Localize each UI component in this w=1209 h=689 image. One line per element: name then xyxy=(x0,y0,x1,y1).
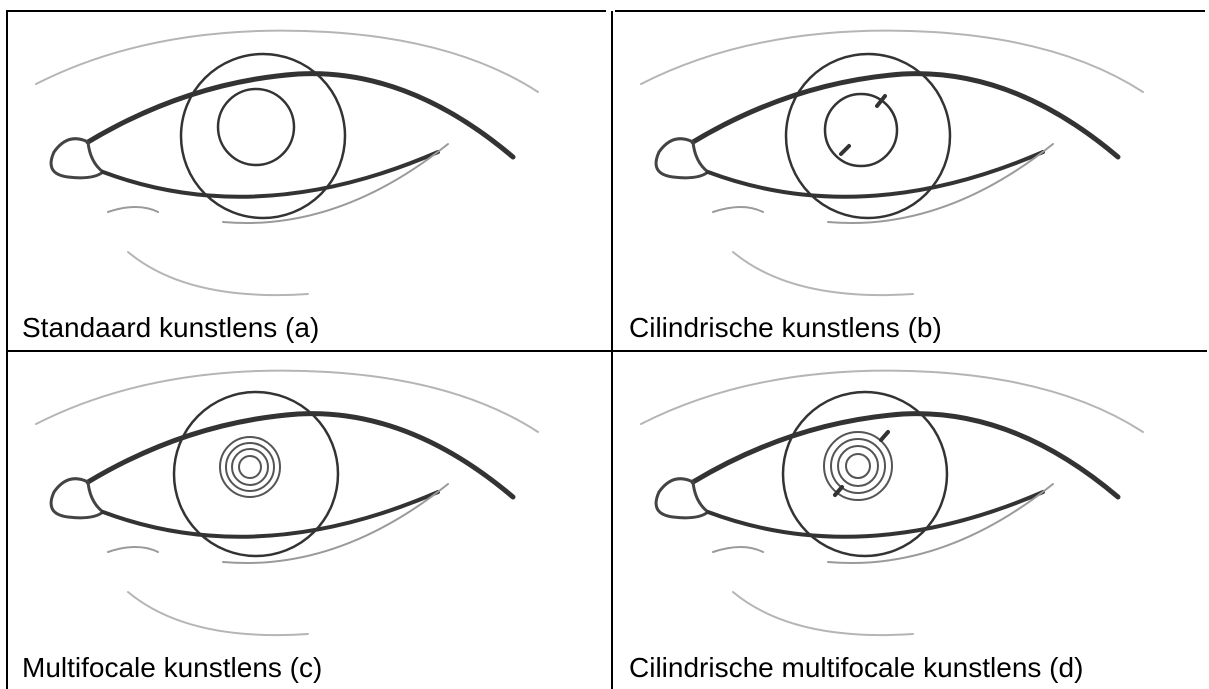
lens-ring xyxy=(825,94,897,166)
lower-lid-fold xyxy=(828,484,1053,563)
cheek-line-1 xyxy=(713,547,763,552)
lens-ring-3 xyxy=(232,449,268,485)
eye-outline xyxy=(36,31,538,295)
cheek-line-2 xyxy=(128,252,308,295)
cheek-line-2 xyxy=(733,252,913,295)
lens-ring-inner xyxy=(846,454,870,478)
tear-duct xyxy=(656,139,708,178)
eye-drawing-a xyxy=(8,12,611,350)
panel-a: Standaard kunstlens (a) xyxy=(8,12,611,350)
panel-caption-d: Cilindrische multifocale kunstlens (d) xyxy=(629,652,1083,684)
cheek-line-2 xyxy=(733,592,913,635)
toric-mark-top xyxy=(881,432,888,440)
upper-eyelid xyxy=(88,74,513,157)
lens-ring-inner xyxy=(239,456,261,478)
lens-ring-outer xyxy=(220,437,280,497)
lower-eyelid xyxy=(103,492,438,537)
brow-line xyxy=(36,371,538,432)
lens-ring-2 xyxy=(226,443,274,491)
eye-drawing-d xyxy=(613,352,1209,689)
panel-b: Cilindrische kunstlens (b) xyxy=(613,12,1209,350)
brow-line xyxy=(641,31,1143,92)
cheek-line-1 xyxy=(713,207,763,212)
lower-lid-fold xyxy=(223,144,448,223)
cheek-line-1 xyxy=(108,547,158,552)
toric-mark-bottom xyxy=(841,146,849,154)
tear-duct xyxy=(51,139,103,178)
upper-eyelid xyxy=(693,74,1118,157)
cheek-line-2 xyxy=(128,592,308,635)
lens-ring xyxy=(218,89,294,165)
eye-drawing-b xyxy=(613,12,1209,350)
toric-mark-bottom xyxy=(835,487,842,495)
upper-eyelid xyxy=(693,414,1118,497)
tear-duct xyxy=(51,479,103,518)
panel-d: Cilindrische multifocale kunstlens (d) xyxy=(613,352,1209,689)
lower-eyelid xyxy=(708,492,1043,537)
lower-lid-fold xyxy=(828,144,1053,223)
tear-duct xyxy=(656,479,708,518)
panel-caption-b: Cilindrische kunstlens (b) xyxy=(629,312,942,344)
brow-line xyxy=(36,31,538,92)
lens-ring-3 xyxy=(838,446,878,486)
panel-caption-a: Standaard kunstlens (a) xyxy=(22,312,319,344)
upper-eyelid xyxy=(88,414,513,497)
eye-drawing-c xyxy=(8,352,611,689)
brow-line xyxy=(641,371,1143,432)
panel-c: Multifocale kunstlens (c) xyxy=(8,352,611,689)
lens-ring-2 xyxy=(831,439,885,493)
cheek-line-1 xyxy=(108,207,158,212)
lens-ring-outer xyxy=(824,432,892,500)
lower-eyelid xyxy=(103,152,438,197)
panel-caption-c: Multifocale kunstlens (c) xyxy=(22,652,322,684)
lower-eyelid xyxy=(708,152,1043,197)
